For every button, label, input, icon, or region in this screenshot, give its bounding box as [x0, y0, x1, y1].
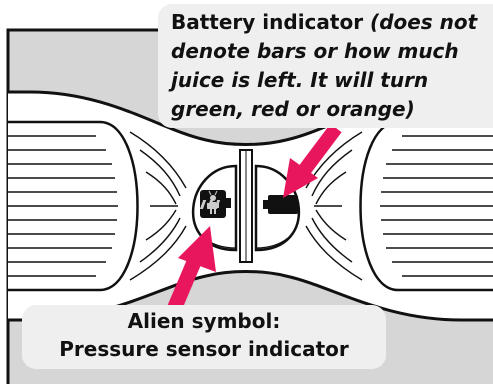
battery-icon	[199, 195, 298, 214]
battery-callout-note: (does not denote bars or how much juice …	[171, 10, 478, 121]
alien-callout-line1: Alien symbol:	[127, 309, 281, 333]
battery-arrow	[283, 123, 342, 198]
right-foot-pad	[359, 120, 493, 292]
battery-callout-title: Battery indicator	[171, 10, 364, 34]
center-divider	[239, 149, 253, 263]
left-contour-lines	[129, 131, 187, 281]
battery-indicator-callout: Battery indicator (does not denote bars …	[158, 4, 493, 128]
left-foot-pad	[8, 120, 139, 292]
alien-callout-line2: Pressure sensor indicator	[59, 337, 349, 361]
alien-symbol-callout: Alien symbol: Pressure sensor indicator	[22, 305, 386, 369]
